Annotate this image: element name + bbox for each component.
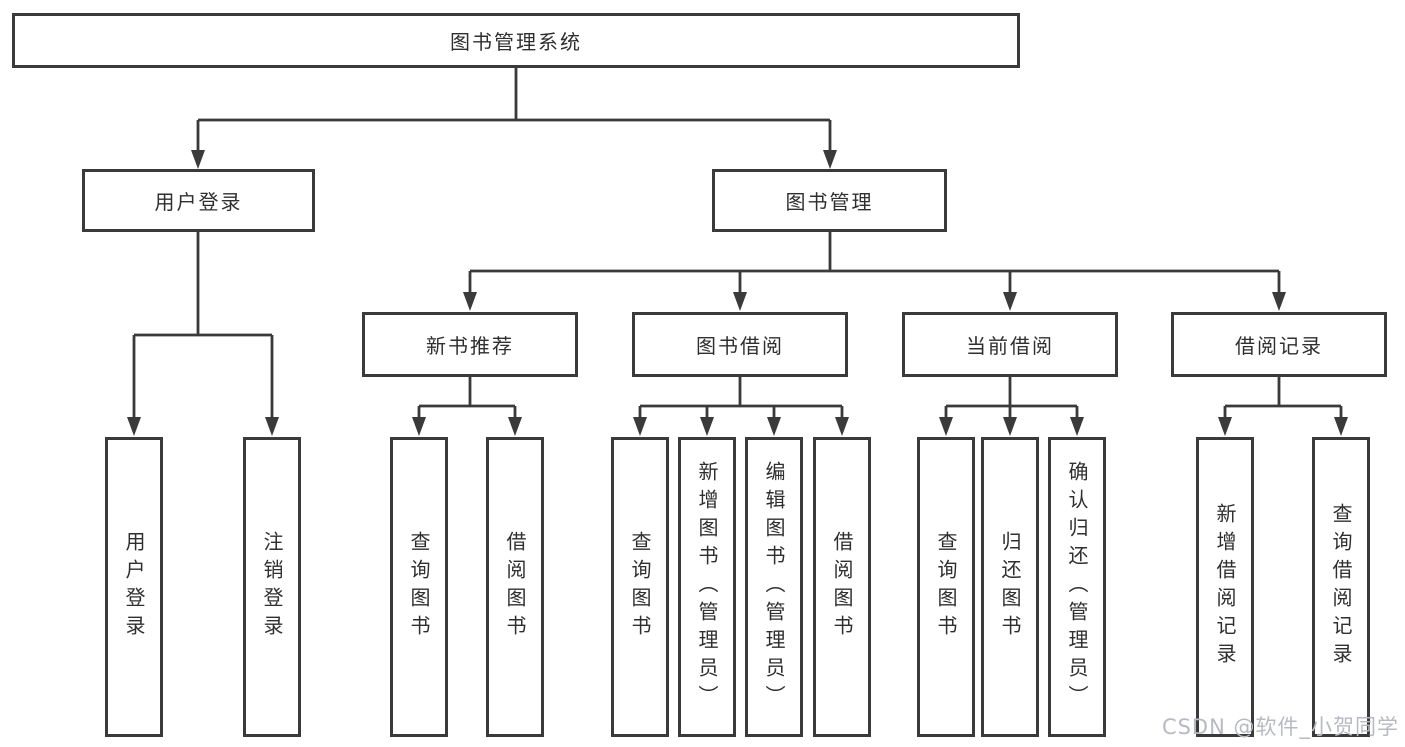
leaf-confirm-return-admin: 确认归还（管理员）: [1048, 437, 1106, 737]
arrowhead: [767, 417, 781, 436]
connector-borrow-records-branch: [1223, 377, 1343, 420]
leaf-query-books-recommend: 查询图书: [390, 437, 448, 737]
node-user-login: 用户登录: [82, 169, 315, 232]
node-book-management: 图书管理: [712, 169, 947, 232]
connector-new-book-branch: [417, 377, 517, 420]
arrowheads: [127, 150, 1348, 436]
arrowhead: [700, 417, 714, 436]
leaf-query-books-current: 查询图书: [917, 437, 975, 737]
node-new-book-recommendation: 新书推荐: [362, 312, 578, 377]
arrowhead: [412, 417, 426, 436]
node-borrowing-records: 借阅记录: [1171, 312, 1387, 377]
connector-root-to-level1: [196, 68, 832, 153]
node-current-borrowing: 当前借阅: [902, 312, 1118, 377]
arrowhead: [1003, 292, 1017, 311]
connector-book-management-branch: [468, 232, 1281, 294]
arrowhead: [1218, 417, 1232, 436]
arrowhead: [733, 292, 747, 311]
leaf-add-borrow-record: 新增借阅记录: [1196, 437, 1254, 737]
connector-current-borrow-branch: [944, 377, 1079, 420]
node-book-borrowing: 图书借阅: [632, 312, 848, 377]
leaf-return-books: 归还图书: [981, 437, 1039, 737]
csdn-watermark: CSDN @软件_小贺同学: [1161, 715, 1399, 739]
arrowhead: [823, 150, 837, 169]
leaf-user-login: 用户登录: [105, 437, 163, 737]
arrowhead: [939, 417, 953, 436]
arrowhead: [265, 417, 279, 436]
arrowhead: [633, 417, 647, 436]
leaf-logout: 注销登录: [243, 437, 301, 737]
arrowhead: [1003, 417, 1017, 436]
leaf-query-books-borrowing: 查询图书: [611, 437, 669, 737]
connector-user-login-branch: [132, 232, 274, 420]
leaf-borrow-books-borrowing: 借阅图书: [813, 437, 871, 737]
arrowhead: [1272, 292, 1286, 311]
node-root: 图书管理系统: [12, 13, 1020, 68]
arrowhead: [191, 150, 205, 169]
connector-book-borrow-branch: [638, 377, 844, 420]
leaf-query-borrow-record: 查询借阅记录: [1312, 437, 1370, 737]
leaf-borrow-books-recommend: 借阅图书: [486, 437, 544, 737]
arrowhead: [1070, 417, 1084, 436]
arrowhead: [127, 417, 141, 436]
arrowhead: [1334, 417, 1348, 436]
leaf-edit-books-admin: 编辑图书（管理员）: [745, 437, 803, 737]
leaf-add-books-admin: 新增图书（管理员）: [678, 437, 736, 737]
arrowhead: [508, 417, 522, 436]
arrowhead: [835, 417, 849, 436]
arrowhead: [463, 292, 477, 311]
